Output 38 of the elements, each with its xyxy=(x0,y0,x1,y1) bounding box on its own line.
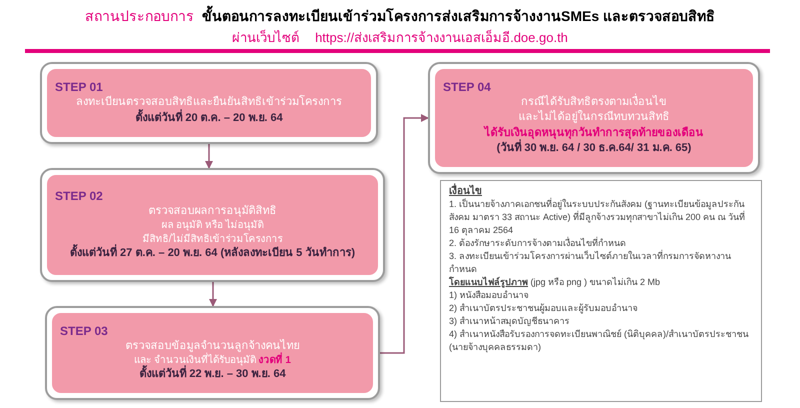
arrow xyxy=(380,114,429,354)
result-text: ผล อนุมัติ หรือ ไม่อนุมัติ xyxy=(161,218,264,232)
condition-text: 2) สำเนาบัตรประชาชนผู้มอบและผู้รับมอบอำนาจ xyxy=(449,302,639,315)
condition-text: 1) หนังสือมอบอำนาจ xyxy=(449,289,530,302)
arrow xyxy=(209,282,217,307)
condition-text: 3) สำเนาหน้าสมุดบัญชีธนาคาร xyxy=(449,315,571,328)
payment-dates: (วันที่ 30 พ.ย. 64 / 30 ธ.ค.64/ 31 ม.ค. 65) xyxy=(496,140,692,156)
conditions-heading: เงื่อนไข xyxy=(449,185,753,198)
arrow xyxy=(205,144,213,169)
step-description: ลงทะเบียนตรวจสอบสิทธิและยืนยันสิทธิเข้าร่วมโครงการ xyxy=(76,95,342,109)
website-url: https://ส่งเสริมการจ้างงานเอสเอ็มอี.doe.go.th xyxy=(315,28,568,47)
step-label: STEP 02 xyxy=(55,188,103,204)
subject-text: สถานประกอบการ xyxy=(84,7,194,26)
step-description: และ จำนวนเงินที่ได้รับอนุมัติ งวดที่ 1 xyxy=(134,354,291,366)
step-label: STEP 03 xyxy=(60,324,108,338)
step-description: ตรวจสอบข้อมูลจำนวนลูกจ้างคนไทย xyxy=(126,338,300,352)
date-range: ตั้งแต่วันที่ 27 ต.ค. – 20 พ.ย. 64 (หลังลงทะเบียน 5 วันทำการ) xyxy=(70,246,355,262)
conditions-box xyxy=(440,180,762,402)
condition-text: 1. เป็นนายจ้างภาคเอกชนที่อยู่ในระบบประกันสังคม (ฐานทะเบียนข้อมูลประกันสังคม มาตรา 33 สถานะ Active) ที่มีลูกจ้างรวมทุกสาขาไม่เกิน 200 คน ณ วันที่ 16 ตุลาคม 2564 xyxy=(449,198,746,236)
condition-text: โดยแนบไฟล์รูปภาพ (jpg หรือ png ) ขนาดไม่เกิน 2 Mb xyxy=(449,276,662,289)
step-card xyxy=(45,306,380,400)
step-card xyxy=(40,168,385,282)
date-range: ตั้งแต่วันที่ 22 พ.ย. – 30 พ.ย. 64 xyxy=(139,367,286,382)
step-label: STEP 04 xyxy=(443,80,491,96)
title: ขั้นตอนการลงทะเบียนเข้าร่วมโครงการส่งเสริมการจ้างงานSMEs และตรวจสอบสิทธิ xyxy=(202,6,715,27)
condition-text: 4) สำเนาหนังสือรับรองการจดทะเบียนพาณิชย์ (นิติบุคคล)/สำเนาบัตรประชาชน (นายจ้างบุคคลธรรมดา) xyxy=(449,328,750,354)
website-label: ผ่านเว็บไซต์ xyxy=(232,28,300,47)
step-description: กรณีได้รับสิทธิตรงตามเงื่อนไข xyxy=(521,95,667,110)
step-description: ตรวจสอบผลการอนุมัติสิทธิ xyxy=(148,204,276,219)
step-card xyxy=(40,62,378,144)
date-range: ตั้งแต่วันที่ 20 ต.ค. – 20 พ.ย. 64 xyxy=(135,110,283,126)
eligibility-text: มีสิทธิ/ไม่มีสิทธิเข้าร่วมโครงการ xyxy=(142,232,282,246)
condition-text: 2. ต้องรักษาระดับการจ้างตามเงื่อนไขที่กำหนด xyxy=(449,237,628,250)
step-description: และไม่ได้อยู่ในกรณีทบทวนสิทธิ xyxy=(518,110,670,126)
condition-text: 3. ลงทะเบียนเข้าร่วมโครงการผ่านเว็บไซต์ภายในเวลาที่กรมการจัดหางานกำหนด xyxy=(449,250,732,276)
payment-text: ได้รับเงินอุดหนุนทุกวันทำการสุดท้ายของเดือน xyxy=(484,126,704,140)
step-card xyxy=(428,62,760,174)
step-label: STEP 01 xyxy=(55,80,103,95)
